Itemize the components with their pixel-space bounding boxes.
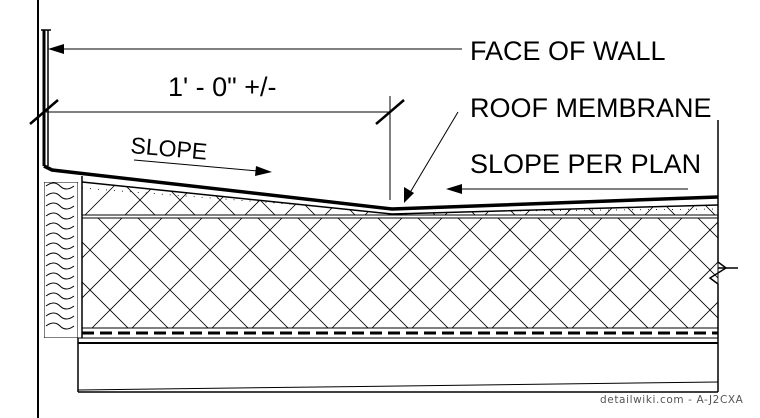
slope-per-plan-arrowhead [446, 184, 462, 194]
slope-arrow-line [133, 159, 259, 172]
insulation-block [81, 217, 719, 329]
slope-arrowhead [255, 166, 272, 176]
dimension-line [29, 96, 405, 200]
break-line [708, 120, 738, 392]
roof-deck [77, 337, 719, 393]
face-of-wall-arrow [48, 44, 64, 54]
roof-membrane [43, 164, 719, 338]
slope-per-plan-label: SLOPE PER PLAN [470, 149, 701, 179]
insulation-crosshatch [82, 218, 718, 328]
wall-batt-insulation [44, 182, 78, 338]
roof-membrane-arrowhead [404, 187, 414, 203]
roof-membrane-leader [407, 111, 459, 197]
dimension-label: 1' - 0" +/- [168, 72, 277, 102]
roof-membrane-label: ROOF MEMBRANE [470, 93, 712, 123]
parapet-flashing [41, 29, 51, 166]
face-of-wall-label: FACE OF WALL [470, 36, 666, 66]
watermark: detailwiki.com - A-J2CXA [600, 394, 744, 406]
slope-label: SLOPE [130, 132, 209, 165]
